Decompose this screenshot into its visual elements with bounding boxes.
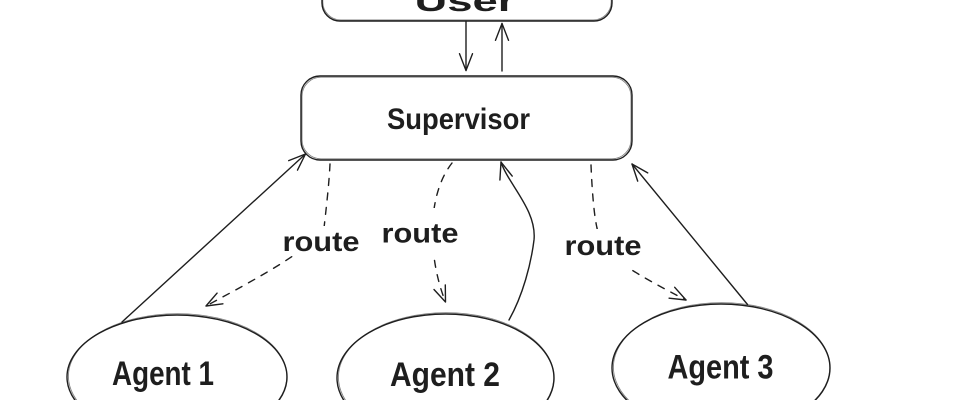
svg-text:Agent 1: Agent 1 [112, 355, 214, 393]
svg-text:Agent 2: Agent 2 [390, 356, 500, 394]
svg-text:User: User [415, 0, 516, 18]
svg-text:route: route [283, 226, 360, 257]
svg-text:route: route [565, 230, 642, 261]
svg-text:Supervisor: Supervisor [387, 103, 530, 136]
svg-text:Agent 3: Agent 3 [668, 349, 774, 387]
svg-text:route: route [382, 218, 459, 249]
